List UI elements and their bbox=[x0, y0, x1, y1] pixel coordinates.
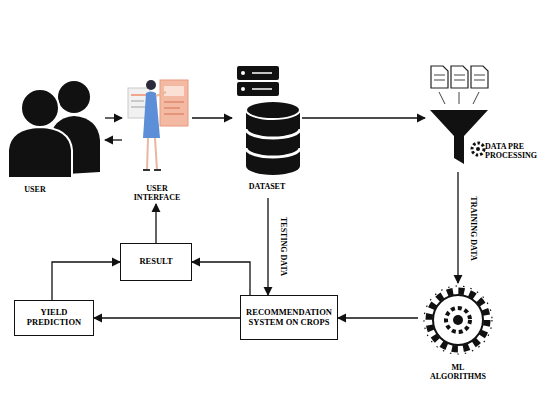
user-icon bbox=[8, 81, 100, 178]
flow-arrow bbox=[52, 262, 120, 300]
interface-node: USER INTERFACE bbox=[122, 72, 192, 204]
flow-arrow bbox=[105, 117, 122, 118]
flow-arrow bbox=[338, 317, 418, 318]
recommendation-box: RECOMMENDATION SYSTEM ON CROPS bbox=[240, 295, 338, 340]
flow-arrow bbox=[155, 204, 156, 243]
box-label: RECOMMENDATION SYSTEM ON CROPS bbox=[245, 308, 333, 328]
flow-arrow bbox=[192, 117, 232, 118]
icon-label: USER bbox=[13, 185, 57, 194]
dataset-node: DATASET bbox=[232, 62, 302, 198]
flow-arrow bbox=[267, 198, 268, 295]
preprocessing-node: DATA PRE PROCESSING bbox=[425, 62, 539, 172]
user-node: USER bbox=[5, 78, 105, 203]
edge-label: TESTING DATA bbox=[279, 214, 288, 277]
edge-label: TRAINING DATA bbox=[468, 194, 477, 262]
gear-icon bbox=[424, 286, 492, 354]
flow-arrow bbox=[457, 172, 458, 283]
flow-arrow bbox=[105, 139, 122, 140]
yield-box: YIELD PREDICTION bbox=[14, 300, 94, 336]
box-label: YIELD PREDICTION bbox=[19, 308, 89, 328]
icon-label: USER INTERFACE bbox=[130, 184, 184, 202]
database-icon bbox=[237, 66, 300, 175]
result-box: RESULT bbox=[120, 243, 192, 281]
ml-node: ML ALGORITHMS bbox=[418, 283, 498, 391]
icon-label: DATASET bbox=[232, 182, 302, 191]
box-label: RESULT bbox=[139, 257, 172, 267]
preprocessing-icon bbox=[430, 66, 488, 164]
flow-arrow bbox=[302, 117, 425, 118]
flow-arrow bbox=[94, 317, 240, 318]
flow-arrow bbox=[192, 262, 250, 295]
user-interface-illustration bbox=[128, 80, 188, 170]
icon-label: ML ALGORITHMS bbox=[428, 363, 488, 381]
icon-label: DATA PRE PROCESSING bbox=[485, 142, 539, 160]
